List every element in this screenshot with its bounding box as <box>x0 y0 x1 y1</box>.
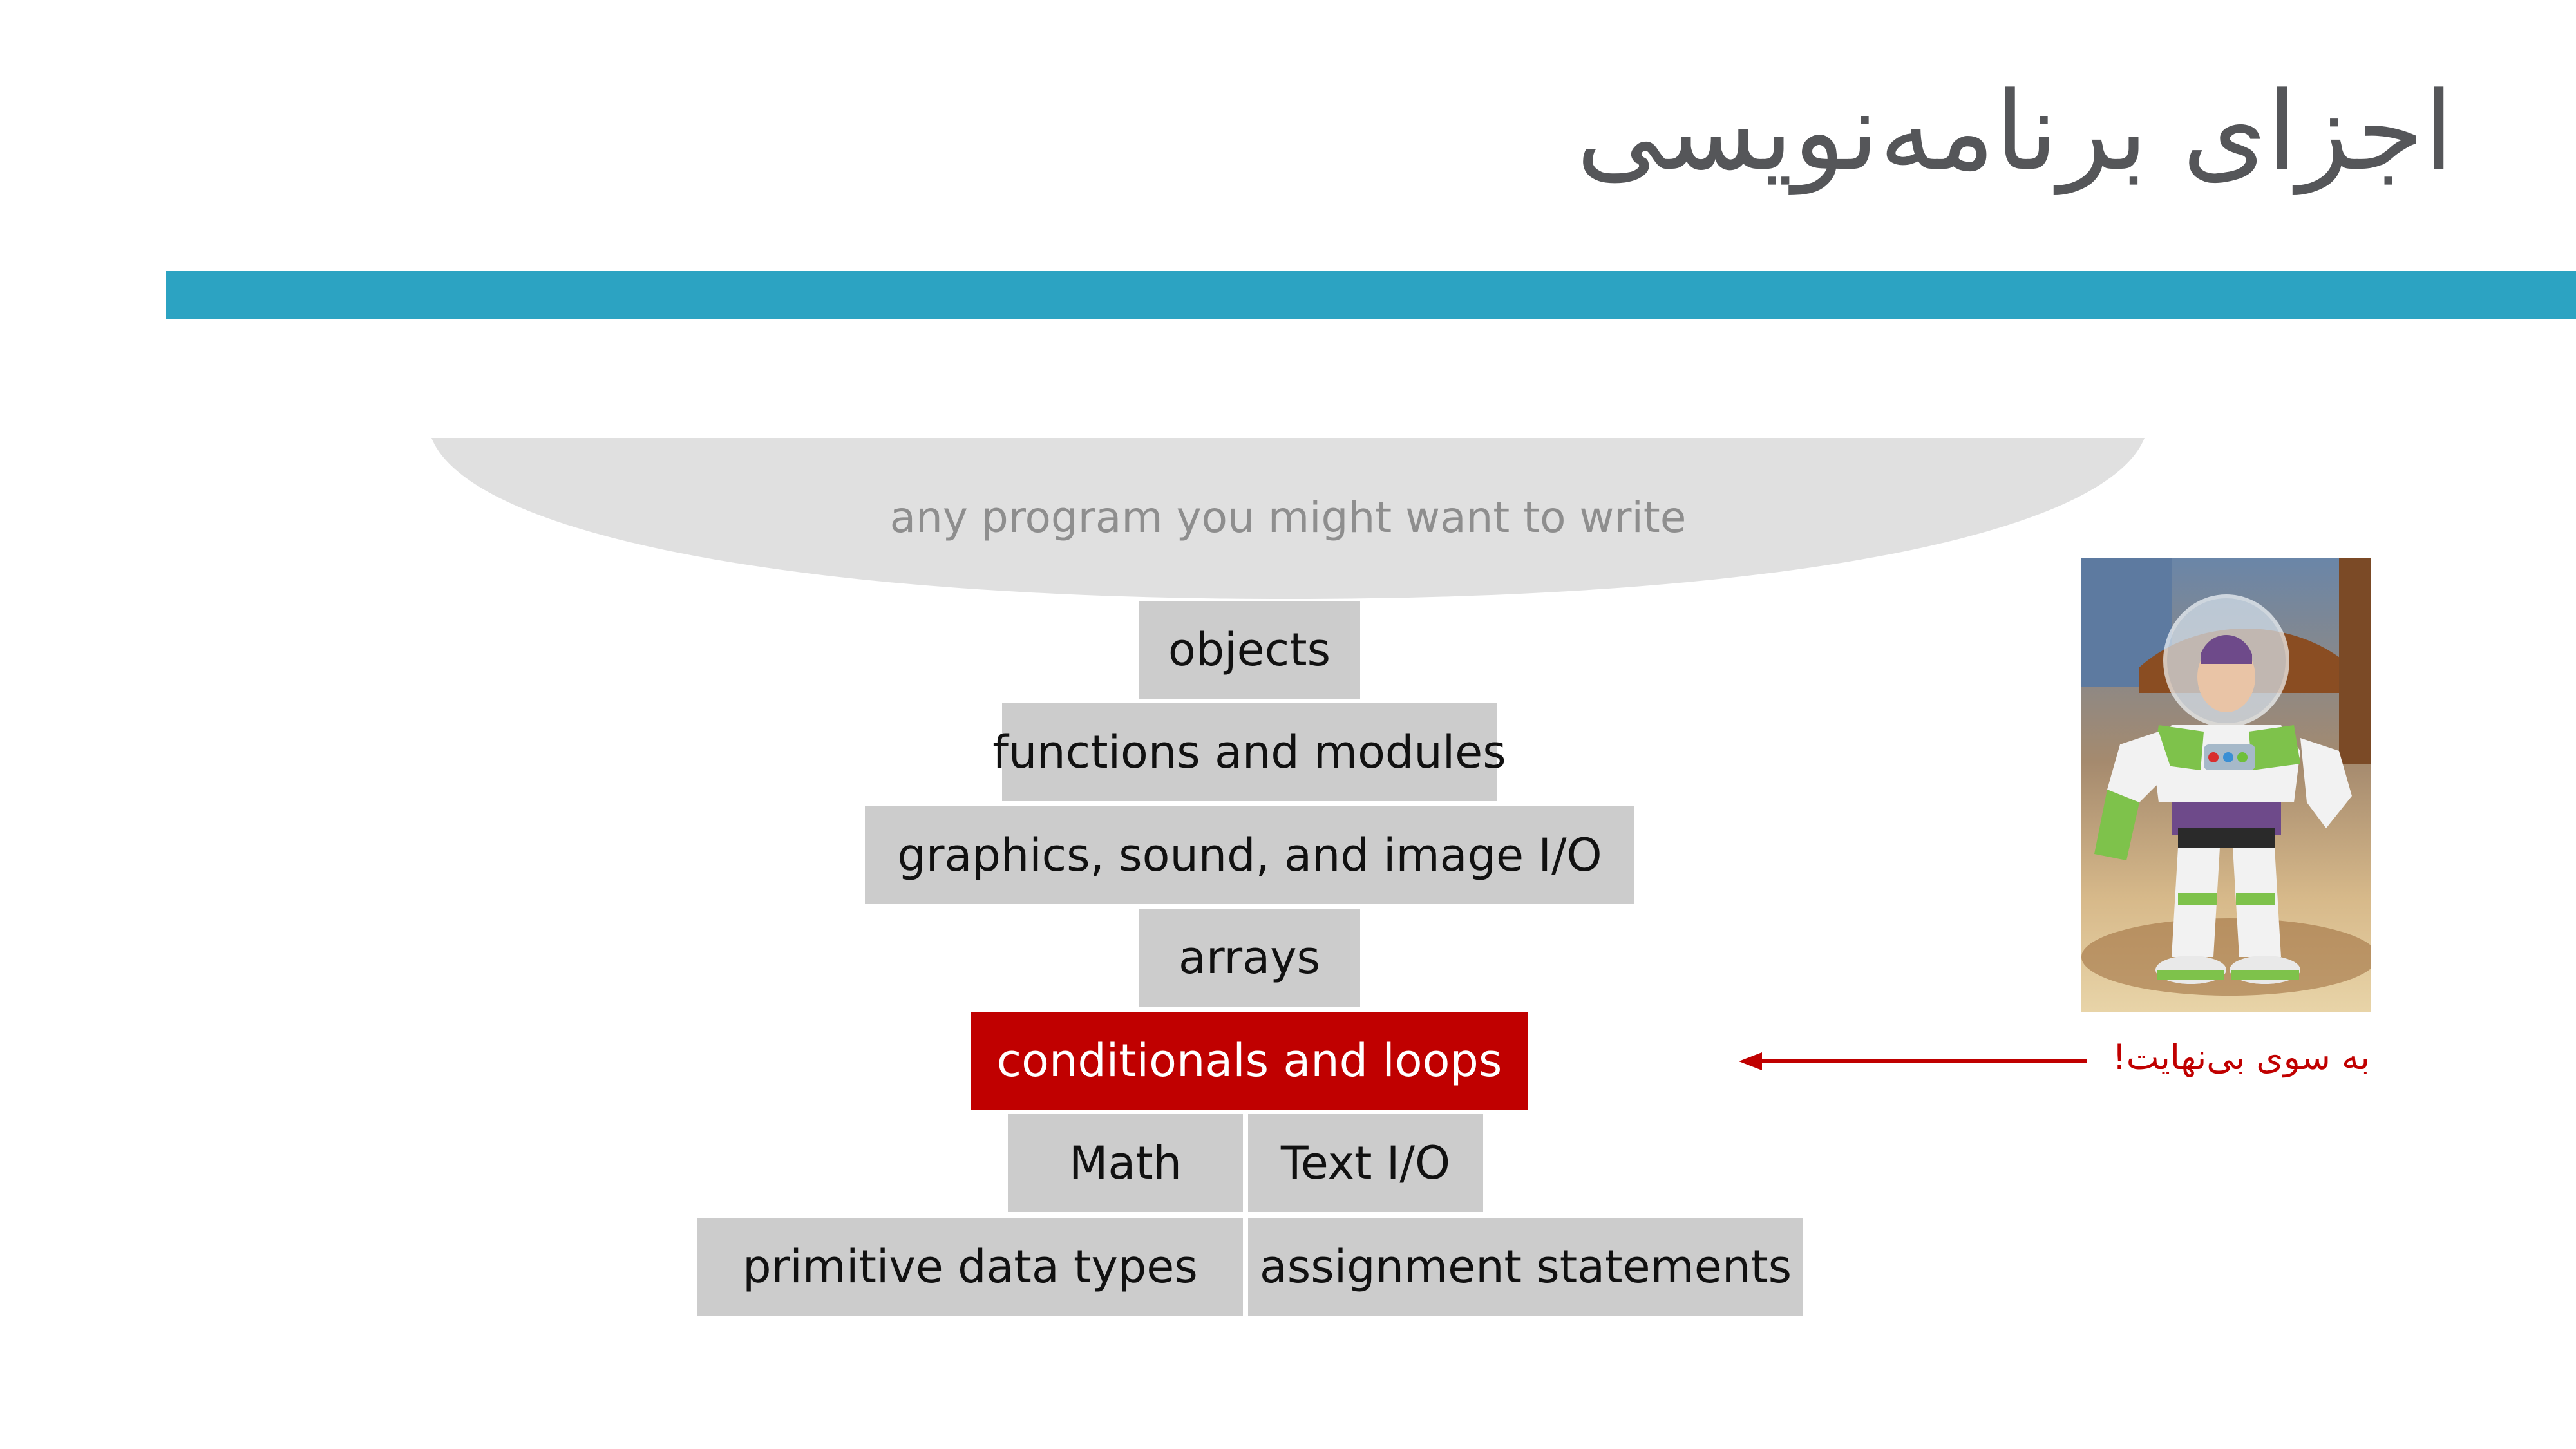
program-bowl <box>431 438 2145 599</box>
block-graphics-sound-image-io: graphics, sound, and image I/O <box>865 806 1634 904</box>
bowl-label: any program you might want to write <box>889 493 1687 542</box>
infinity-note: به سوی بی‌نهایت! <box>2112 1037 2370 1077</box>
block-assignment-statements: assignment statements <box>1248 1218 1803 1316</box>
block-functions-and-modules: functions and modules <box>992 703 1506 801</box>
block-objects: objects <box>1139 601 1360 699</box>
title-accent-bar <box>166 271 2576 319</box>
block-primitive-data-types: primitive data types <box>697 1218 1243 1316</box>
slide-title: اجزای برنامه‌نویسی <box>1576 68 2454 194</box>
block-math: Math <box>1008 1114 1243 1212</box>
pointer-arrow <box>1739 1052 2087 1070</box>
buzz-lightyear-image <box>2081 558 2371 1012</box>
block-conditionals-and-loops: conditionals and loops <box>971 1012 1528 1110</box>
block-arrays: arrays <box>1139 909 1360 1007</box>
block-text-io: Text I/O <box>1248 1114 1483 1212</box>
